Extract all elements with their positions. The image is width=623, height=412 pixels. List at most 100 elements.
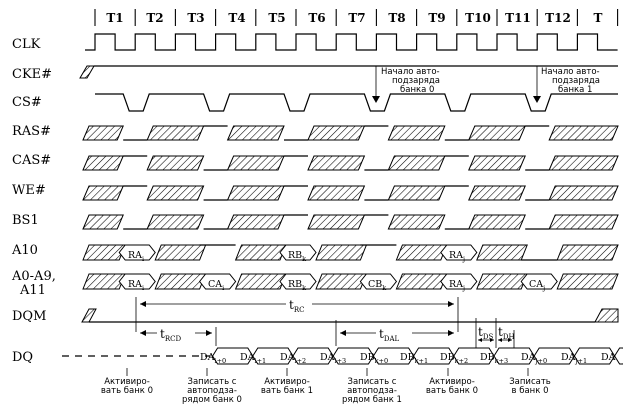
address-value: CAi — [208, 279, 224, 292]
period-label: T8 — [388, 11, 405, 25]
cke-waveform — [79, 65, 618, 79]
precharge-arrow-head — [533, 96, 541, 103]
address-label-line1: A0-A9, — [11, 269, 56, 284]
dont-care-region — [82, 185, 124, 201]
dq-value: DAi+0 — [200, 352, 226, 365]
svg-text:Начало авто-: Начало авто- — [381, 67, 440, 77]
svg-text:Записать с: Записать с — [188, 377, 237, 387]
clk-label: CLK — [12, 37, 41, 52]
command-notes: Активиро- вать банк 0 Записать с автопод… — [101, 368, 551, 405]
cas-label: CAS# — [12, 153, 51, 168]
address-waveform — [82, 273, 619, 290]
svg-text:банка 0: банка 0 — [400, 85, 434, 95]
dont-care-region — [468, 185, 526, 201]
address-value: CBk — [368, 279, 386, 292]
svg-text:вать банк 0: вать банк 0 — [426, 386, 478, 396]
ras-label: RAS# — [12, 124, 51, 139]
svg-text:в банк 0: в банк 0 — [512, 386, 549, 396]
tdal-label: tDAL — [379, 327, 399, 343]
a10-value: RAi — [128, 250, 144, 263]
dont-care-region — [387, 214, 446, 230]
dont-care-region — [548, 125, 619, 141]
bus-value-cell — [279, 273, 317, 290]
tds-label: tDS — [478, 325, 493, 341]
svg-text:рядом банк 1: рядом банк 1 — [342, 395, 402, 405]
ras-waveform — [82, 125, 619, 141]
period-label: T11 — [505, 11, 531, 25]
period-label: T10 — [465, 11, 491, 25]
dont-care-region — [234, 273, 287, 290]
svg-text:Активиро-: Активиро- — [429, 377, 475, 387]
dq-value: DBk+0 — [360, 352, 388, 365]
svg-text:Записать: Записать — [509, 377, 551, 387]
a10-label: A10 — [11, 243, 38, 258]
dont-care-region — [146, 214, 205, 230]
dont-care-region — [315, 244, 368, 261]
address-value: RAj — [449, 279, 465, 292]
dont-care-region — [307, 155, 366, 171]
cas-waveform — [82, 155, 619, 171]
dont-care-region — [226, 185, 285, 201]
dont-care-region — [307, 214, 366, 230]
svg-text:автоподза-: автоподза- — [347, 386, 397, 396]
period-label: T3 — [187, 11, 204, 25]
precharge-note-bank0: Начало авто- подзаряда банка 0 — [372, 66, 440, 103]
dont-care-region — [387, 155, 446, 171]
dont-care-region — [82, 155, 124, 171]
period-label: T — [594, 11, 603, 25]
period-label: T2 — [146, 11, 163, 25]
dq-waveform — [62, 347, 623, 365]
svg-text:рядом банк 0: рядом банк 0 — [182, 395, 242, 405]
address-value: RAi — [128, 279, 144, 292]
signal-labels: CLK CKE# CS# RAS# CAS# WE# BS1 A10 A0-A9… — [11, 37, 56, 365]
cke-label: CKE# — [12, 67, 52, 82]
precharge-arrow-head — [372, 96, 380, 103]
period-label: T12 — [545, 11, 571, 25]
dont-care-region — [476, 273, 528, 290]
dont-care-region — [146, 185, 205, 201]
dont-care-region — [226, 155, 285, 171]
a10-value: RBk — [288, 250, 306, 263]
svg-text:Активиро-: Активиро- — [104, 377, 150, 387]
dont-care-region — [146, 155, 205, 171]
bus-value-cell — [198, 273, 237, 290]
dont-care-region — [234, 244, 287, 261]
dq-value: DA — [601, 352, 616, 363]
svg-text:банка 1: банка 1 — [558, 85, 592, 95]
bus-value-cell — [118, 244, 156, 261]
svg-text:Записать с: Записать с — [348, 377, 397, 387]
clk-waveform — [85, 33, 618, 51]
period-label: T4 — [228, 11, 245, 25]
svg-text:вать банк 1: вать банк 1 — [261, 386, 313, 396]
address-value: CAj — [529, 279, 545, 292]
dq-value: DAi+2 — [280, 352, 306, 365]
dont-care-region — [387, 125, 446, 141]
dont-care-region — [556, 244, 619, 261]
dq-value: DBk+3 — [480, 352, 508, 365]
svg-text:подзаряда: подзаряда — [392, 76, 440, 86]
dont-care-region — [548, 155, 619, 171]
dont-care-region — [468, 214, 526, 230]
period-label: T7 — [348, 11, 365, 25]
dont-care-region — [226, 214, 285, 230]
dont-care-region — [395, 244, 448, 261]
address-label-line2: A11 — [19, 283, 46, 298]
we-label: WE# — [12, 183, 46, 198]
trcd-timing: tRCD — [140, 327, 217, 346]
svg-text:подзаряда: подзаряда — [552, 76, 600, 86]
dqm-label: DQM — [12, 309, 46, 324]
bus-value-cell — [359, 273, 398, 290]
bus-value-cell — [520, 273, 558, 290]
dont-care-region — [468, 155, 526, 171]
trc-timing: tRC — [135, 297, 459, 332]
dont-care-region — [468, 125, 526, 141]
dq-label: DQ — [12, 350, 33, 365]
tdal-timing: tDAL — [335, 320, 454, 346]
period-label: T1 — [106, 11, 123, 25]
dont-care-region — [82, 214, 124, 230]
period-dividers — [94, 9, 619, 26]
dqm-waveform — [81, 308, 619, 323]
dont-care-region — [387, 185, 446, 201]
a10-waveform — [82, 244, 619, 261]
